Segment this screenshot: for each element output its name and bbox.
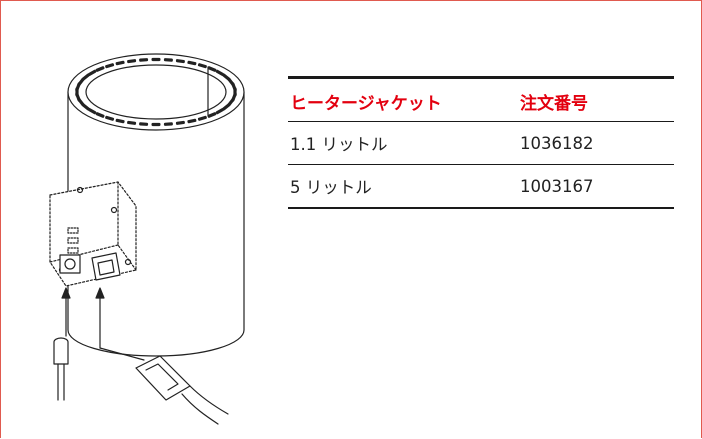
order-number-cell: 1036182: [518, 121, 674, 165]
heater-jacket-header: ヒータージャケット: [290, 94, 442, 114]
order-table: ヒータージャケット 注文番号 1.1 リットル 1036182 5 リットル 1…: [288, 76, 674, 209]
capacity-cell: 1.1 リットル: [288, 121, 518, 165]
table-row: 5 リットル 1003167: [288, 164, 674, 209]
table-header-row: ヒータージャケット 注文番号: [288, 77, 674, 122]
table-row: 1.1 リットル 1036182: [288, 121, 674, 165]
order-number-cell: 1003167: [518, 164, 674, 209]
heater-jacket-with-power-and-sensor-connectors-icon: [49, 53, 245, 425]
order-number-header: 注文番号: [520, 94, 588, 114]
heater-jacket-illustration: [18, 30, 268, 430]
capacity-cell: 5 リットル: [288, 164, 518, 209]
